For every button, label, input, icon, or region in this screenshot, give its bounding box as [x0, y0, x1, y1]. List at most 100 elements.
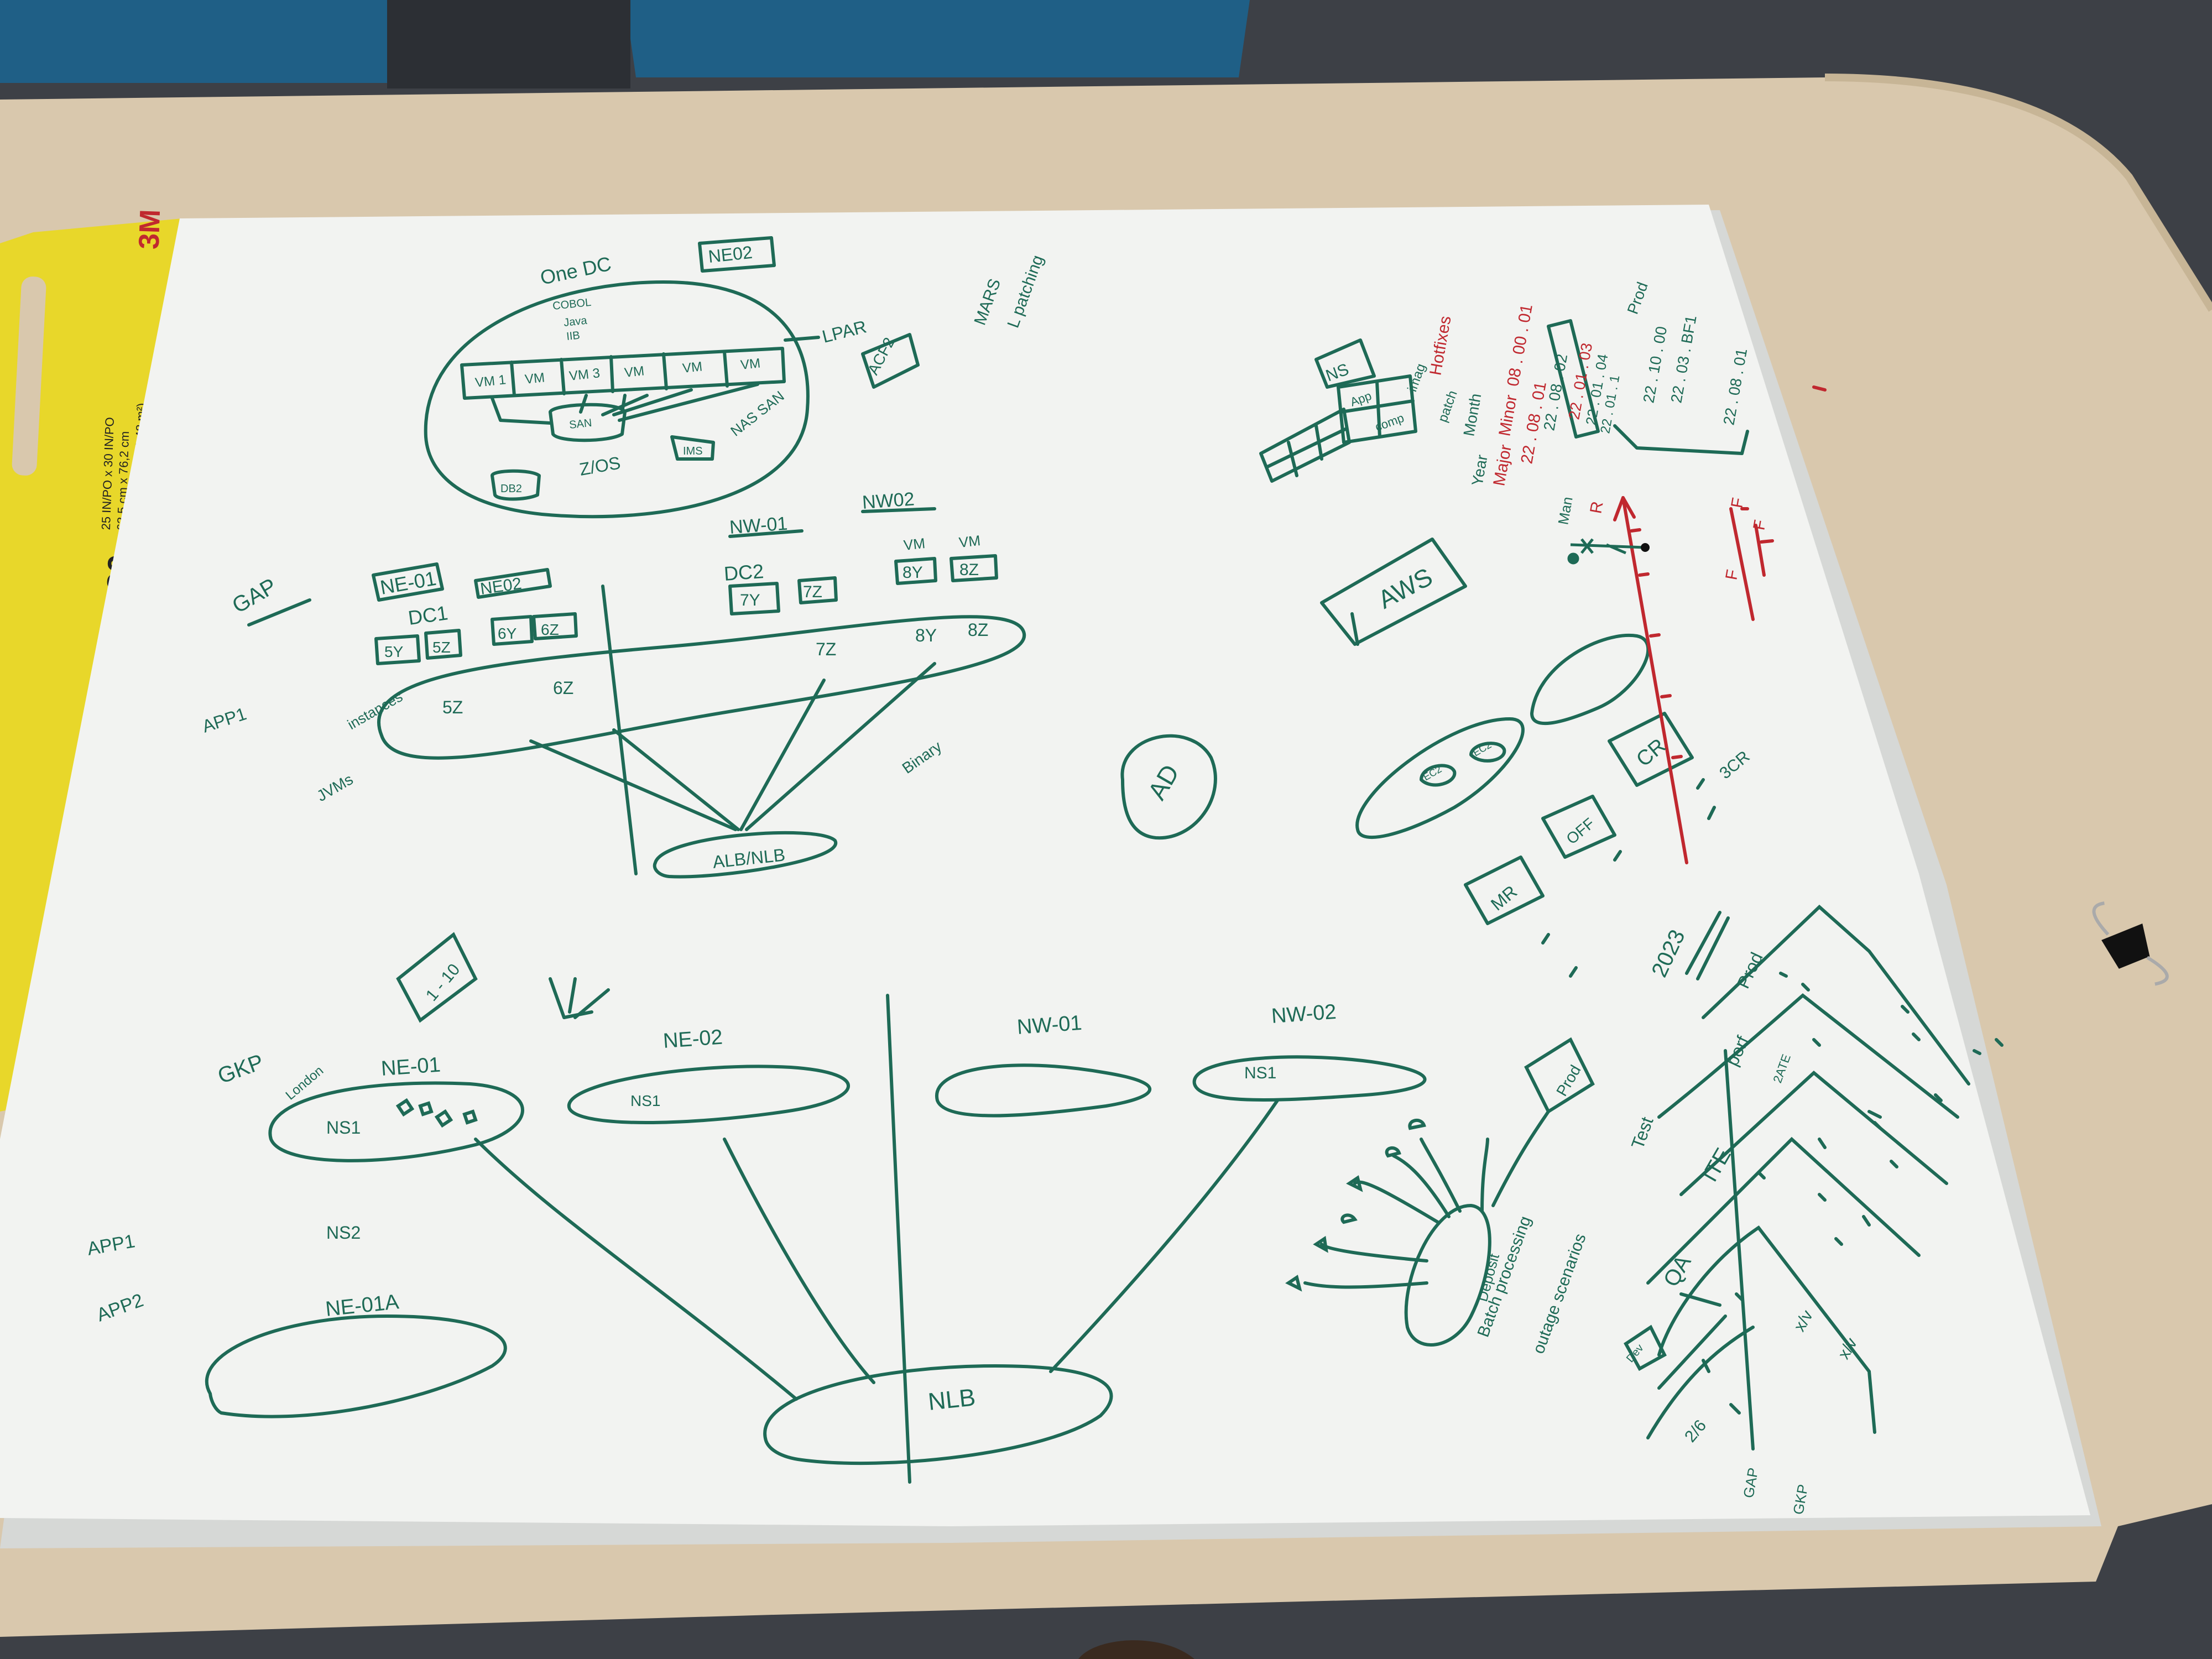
ns1-ellipse-ne01: [268, 1081, 524, 1162]
nw01-underline: [728, 529, 804, 538]
red-tick-far: [1812, 385, 1827, 392]
binder-clip: [2092, 901, 2169, 986]
acf2-box: [861, 333, 920, 389]
chair-seat-right: [625, 0, 1250, 77]
dev-box: [1624, 1324, 1667, 1371]
label-box-6z: 6Z: [541, 621, 559, 638]
dots-ne01: [395, 1098, 478, 1128]
red-f-marks: [1729, 507, 1774, 621]
ad-circle: [1120, 734, 1217, 840]
label-db2: DB2: [500, 483, 522, 495]
label-box-7y: 7Y: [740, 591, 760, 609]
label-ellipse-5z: 5Z: [442, 697, 463, 717]
lpar-line: [784, 336, 820, 342]
label-ellipse-6z: 6Z: [553, 678, 573, 698]
cr-box: [1608, 712, 1694, 787]
label-box-5y: 5Y: [384, 643, 404, 660]
table-checks: [1702, 972, 2004, 1415]
label-vm-nw02b: VM: [958, 532, 981, 551]
label-nw02-mid: NW02: [862, 488, 915, 513]
man-figure: [1567, 538, 1650, 565]
alb-nlb-ellipse: [653, 831, 838, 879]
ec2-circle-b: [1469, 742, 1506, 763]
nw01-ellipse: [935, 1063, 1151, 1118]
san-cylinder: [549, 403, 627, 442]
label-box-7z: 7Z: [803, 583, 822, 601]
box-5z: [424, 629, 462, 660]
label-iib: IIB: [566, 330, 581, 343]
red-drawings: [1613, 385, 1827, 864]
dates-box: [1547, 319, 1600, 439]
dc1-ne01-box: [372, 562, 444, 602]
label-ns1-a: NS1: [326, 1118, 361, 1138]
label-ns1-c: NS1: [1244, 1064, 1276, 1082]
box-6z: [532, 612, 578, 640]
chair-seat: [0, 0, 387, 83]
ec2-circle-a: [1420, 764, 1457, 787]
label-vm-3: VM 3: [568, 366, 601, 384]
ns-box: [1314, 338, 1376, 389]
drawings: [247, 236, 1749, 978]
box-8y: [894, 557, 937, 585]
ec2-ellipse: [1355, 717, 1525, 839]
ns1-ellipse-ne02: [567, 1065, 850, 1124]
label-vm-4: VM: [624, 363, 645, 380]
handwritten-labels: One DC NE02 COBOL Java IIB VM 1 VM VM 3 …: [86, 242, 1861, 1516]
ne01a-ellipse: [205, 1314, 507, 1418]
mr-box: [1464, 855, 1545, 925]
lines-to-alb: [529, 662, 936, 831]
red-ticks: [1630, 528, 1683, 759]
nw02-underline: [861, 507, 936, 513]
label-ns1-b: NS1: [630, 1092, 660, 1109]
label-f2: F: [1750, 518, 1770, 531]
label-ne02-bottom: NE-02: [662, 1026, 723, 1053]
deposit-rays: [1303, 1110, 1550, 1289]
arrows-down: [549, 977, 610, 1019]
aws-box: [1320, 538, 1467, 646]
off-box: [1541, 795, 1616, 859]
label-nw02-bottom: NW-02: [1271, 1000, 1337, 1028]
label-vm-6: VM: [740, 356, 761, 373]
vm-to-san-lines: [491, 383, 759, 425]
chair-gap: [387, 0, 630, 88]
prod-bracket: [1613, 424, 1749, 455]
label-vm-nw02a: VM: [902, 535, 926, 554]
label-ns2: NS2: [326, 1223, 361, 1243]
box-5y: [374, 634, 421, 665]
nlb-vertical-line: [886, 994, 911, 1484]
label-nw01-bottom: NW-01: [1016, 1011, 1083, 1039]
ims-shape: [670, 435, 715, 461]
label-vm-2: VM: [524, 370, 546, 387]
dc-ellipse: [424, 280, 810, 519]
label-box-6y: 6Y: [498, 625, 517, 642]
db2-cylinder: [491, 469, 541, 501]
box-7y: [728, 582, 780, 615]
nlb-ellipse: [763, 1364, 1113, 1465]
label-nw01-mid: NW-01: [729, 513, 789, 538]
label-box-8z: 8Z: [959, 561, 979, 579]
red-axis: [1621, 496, 1688, 864]
label-box-8y: 8Y: [902, 564, 923, 582]
red-arrow: [1613, 496, 1636, 521]
desk-edge: [1824, 74, 2212, 312]
paper-sheet: [0, 205, 2090, 1526]
nw02-ellipse: [1192, 1055, 1427, 1102]
ne02-box-top: [698, 236, 776, 273]
app-comp-grid: [1337, 374, 1417, 444]
checkmarks-right: [1541, 778, 1716, 978]
box-7z: [797, 576, 838, 604]
label-ims: IMS: [683, 445, 703, 457]
label-dc2: DC2: [723, 560, 765, 585]
label-java: Java: [563, 315, 588, 329]
lines-to-nlb: [474, 1099, 1279, 1401]
cr-ellipse: [1530, 633, 1650, 726]
prod-box: [1524, 1037, 1595, 1114]
instances-ellipse: [377, 615, 1026, 760]
label-san: SAN: [568, 417, 592, 431]
label-vm-5: VM: [682, 359, 703, 376]
year-underlines: [1685, 911, 1730, 980]
label-ellipse-8z: 8Z: [968, 620, 988, 640]
vm-row: [460, 347, 786, 400]
pad-brand: 3M: [133, 209, 166, 250]
